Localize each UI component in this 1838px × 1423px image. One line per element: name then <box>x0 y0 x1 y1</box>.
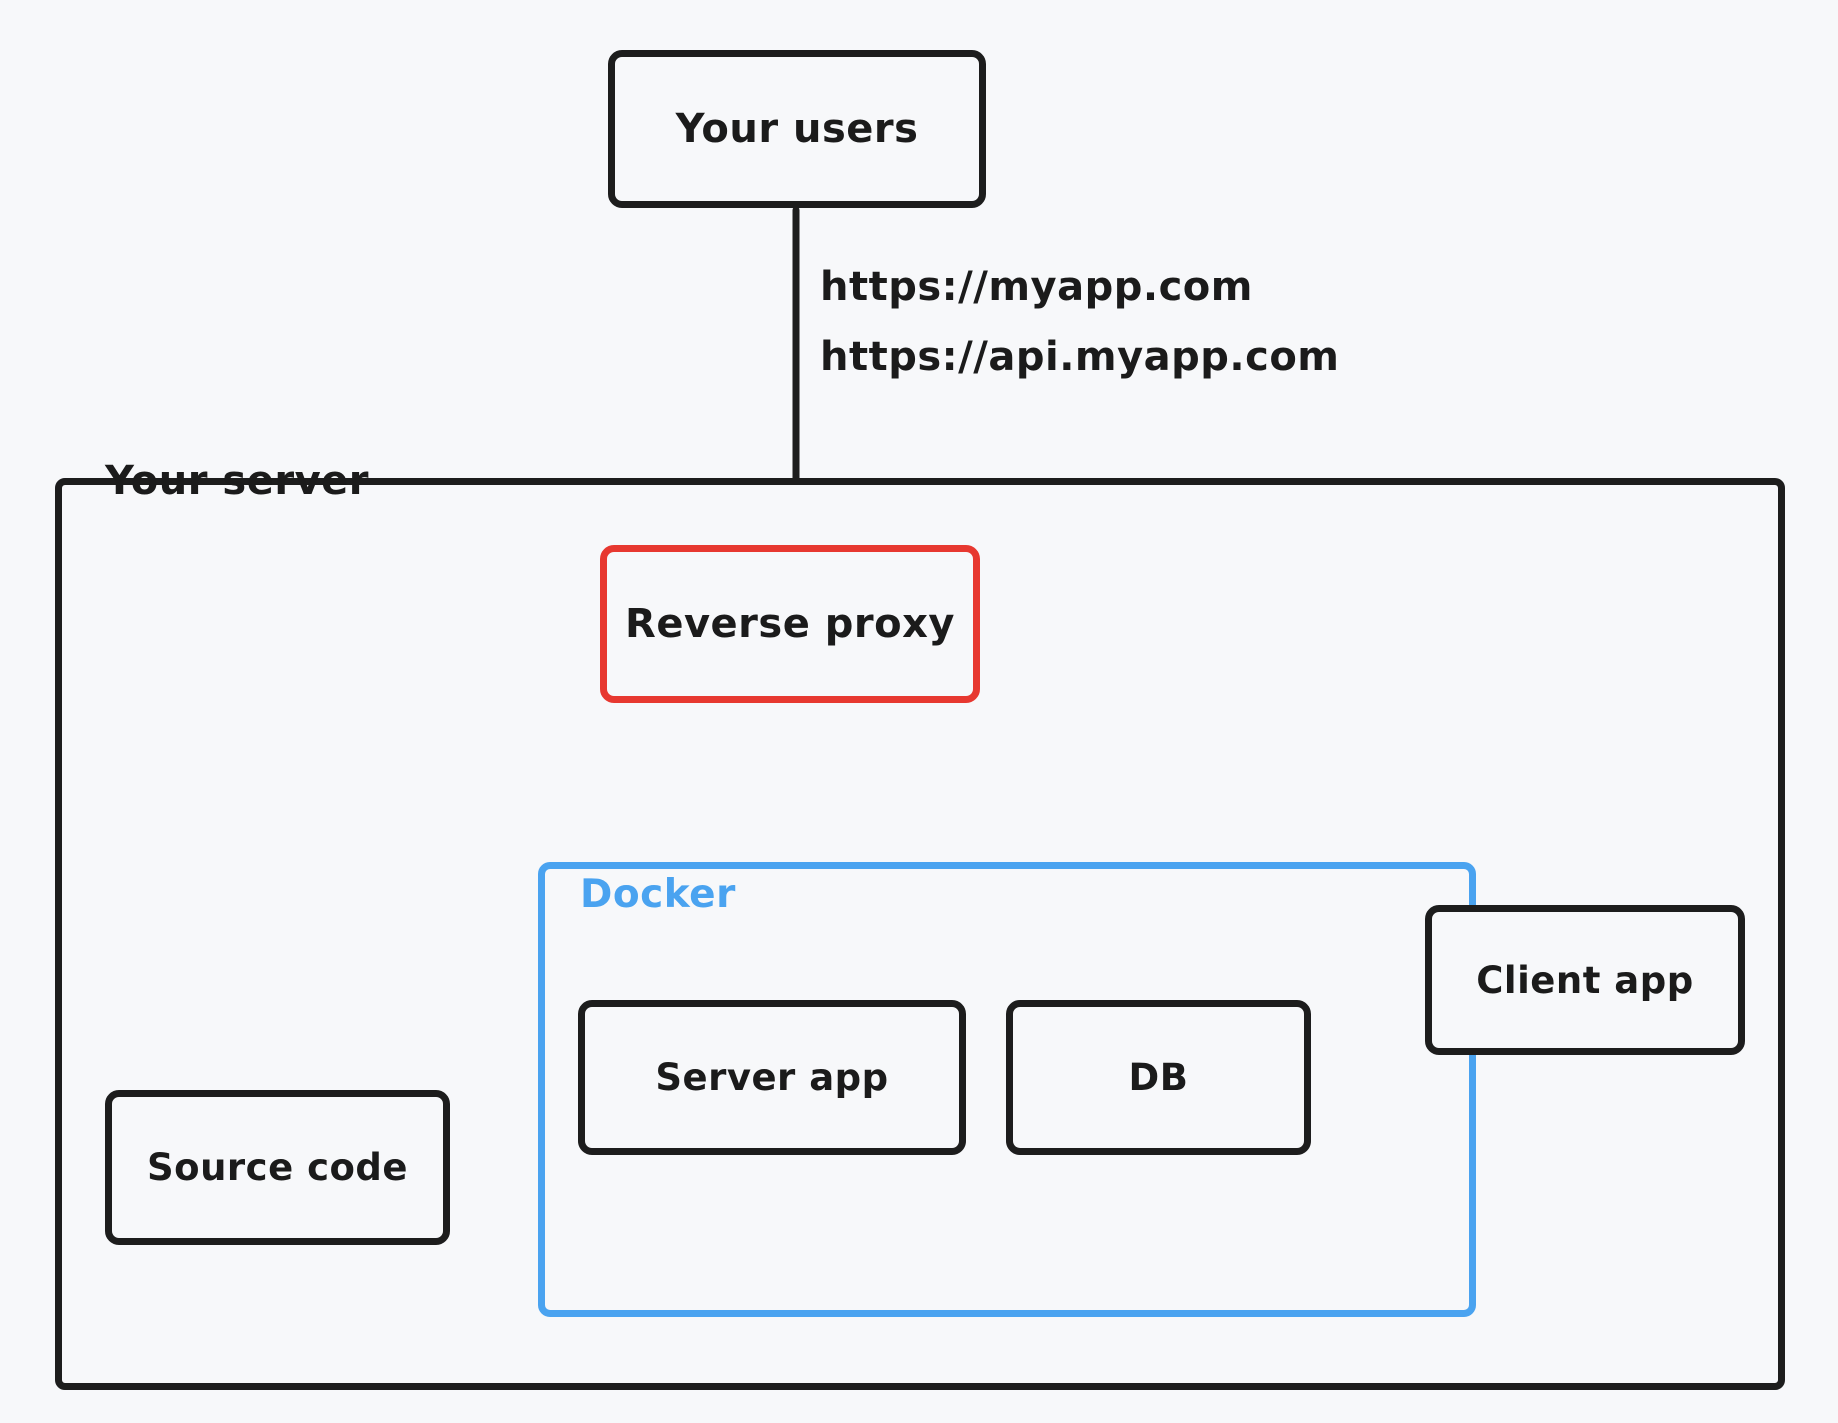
docker-label: Docker <box>580 872 736 917</box>
url-annotations: https://myapp.com https://api.myapp.com <box>820 252 1339 392</box>
node-db-label: DB <box>1128 1056 1189 1099</box>
server-label: Your server <box>105 458 369 504</box>
node-server-app[interactable]: Server app <box>578 1000 966 1155</box>
node-source-code-label: Source code <box>147 1146 408 1189</box>
node-client-app[interactable]: Client app <box>1425 905 1745 1055</box>
node-source-code[interactable]: Source code <box>105 1090 450 1245</box>
url-annotation-app: https://myapp.com <box>820 264 1253 310</box>
node-client-app-label: Client app <box>1476 958 1694 1002</box>
node-db[interactable]: DB <box>1006 1000 1311 1155</box>
node-reverse-proxy-label: Reverse proxy <box>625 601 955 647</box>
node-reverse-proxy[interactable]: Reverse proxy <box>600 545 980 703</box>
url-annotation-api: https://api.myapp.com <box>820 334 1340 380</box>
node-server-app-label: Server app <box>655 1056 889 1099</box>
node-your-users-label: Your users <box>675 106 919 152</box>
node-your-users[interactable]: Your users <box>608 50 986 208</box>
